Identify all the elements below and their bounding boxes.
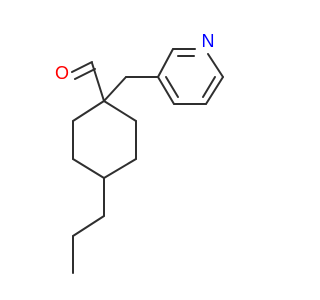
cyclohexane-bond-4 (72, 158, 105, 179)
pyridine-bond-3 (207, 53, 224, 78)
atom-label-layer: O N (55, 31, 215, 83)
nitrogen-label: N (202, 31, 215, 51)
bond-co-double-b (74, 68, 96, 80)
molecule-canvas: O N (55, 31, 224, 274)
bond-layer (71, 48, 224, 274)
propyl-bond-2 (72, 215, 105, 237)
cyclohexane-bond-1 (103, 100, 137, 122)
pyridine-bond-4 (205, 76, 224, 105)
pyridine-inner-double-3 (165, 76, 179, 98)
structure-diagram: O N (55, 31, 224, 274)
pyridine-inner-double-2 (202, 76, 216, 98)
oxygen-label: O (55, 63, 69, 83)
bond-quaternary-ch2 (103, 76, 127, 102)
bond-co-double-a (71, 61, 93, 73)
cyclohexane-bond-3 (103, 158, 137, 179)
pyridine-bond-6 (157, 76, 175, 105)
cyclohexane-bond-6 (72, 100, 105, 122)
pyridine-bond-1 (157, 48, 174, 78)
bond-aldehyde-carbon (91, 62, 105, 102)
